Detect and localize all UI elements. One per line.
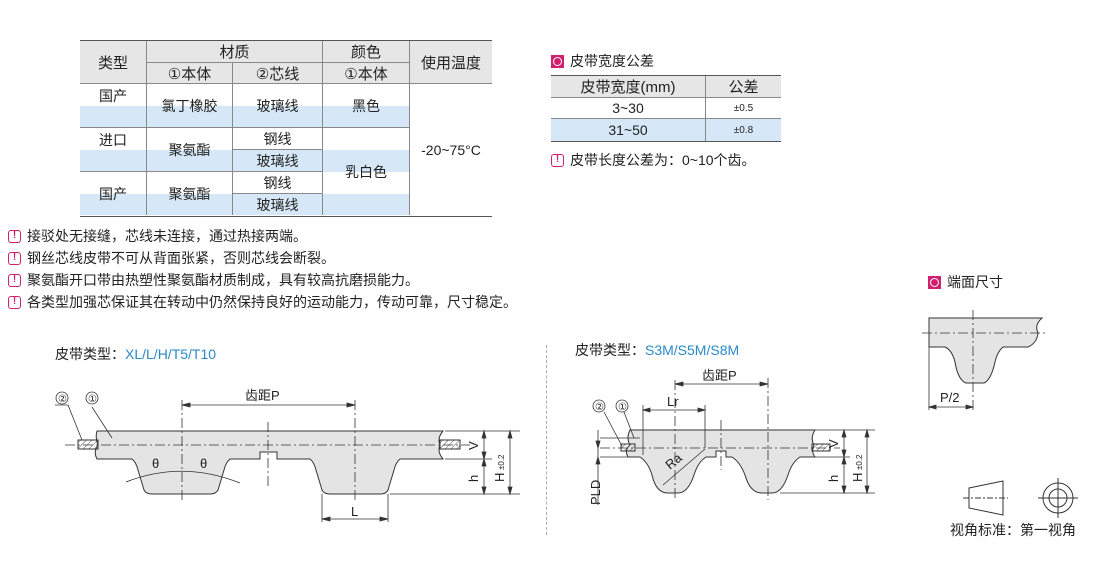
- curvilinear-belt-profile: [620, 429, 831, 494]
- pld-label: PLD: [588, 480, 603, 505]
- cell-core: 钢线: [233, 128, 323, 150]
- h-label: h: [466, 475, 481, 482]
- header-body-color: ①本体: [323, 63, 410, 84]
- first-angle-projection-icon: [963, 478, 1078, 518]
- belt-type-label: 皮带类型：: [575, 342, 645, 358]
- warning-icon: !: [8, 273, 21, 287]
- callout-core: ②: [58, 394, 67, 405]
- warning-icon: !: [8, 295, 21, 309]
- cell-type: 国产: [80, 172, 147, 215]
- length-tolerance-note: ! 皮带长度公差为：0~10个齿。: [551, 150, 756, 170]
- cell-tolerance: ±0.8: [706, 119, 781, 141]
- callout-body: ①: [88, 394, 97, 405]
- header-body: ①本体: [147, 63, 233, 84]
- warning-icon: !: [551, 153, 564, 167]
- h-label: h: [826, 475, 841, 482]
- header-color: 颜色: [323, 41, 410, 63]
- header-material: 材质: [147, 41, 323, 63]
- cell-core: 玻璃线: [233, 194, 323, 215]
- note-item: ! 钢丝芯线皮带不可从背面张紧，否则芯线会断裂。: [8, 248, 335, 268]
- cell-body: 氯丁橡胶: [147, 84, 233, 128]
- header-width: 皮带宽度(mm): [551, 76, 706, 98]
- tooth-width-label: L: [351, 504, 358, 519]
- width-tolerance-title: 皮带宽度公差: [551, 51, 654, 71]
- note-item: ! 接驳处无接缝，芯线未连接，通过热接两端。: [8, 226, 307, 246]
- H-tolerance: ±0.2: [855, 454, 864, 470]
- pitch-label: 齿距P: [702, 368, 737, 383]
- note-text: 钢丝芯线皮带不可从背面张紧，否则芯线会断裂。: [27, 250, 335, 266]
- material-table: 类型 材质 颜色 使用温度 ①本体 ②芯线 ①本体 国产 氯丁橡胶 玻璃线 黑色…: [80, 40, 492, 217]
- note-text: 各类型加强芯保证其在转动中仍然保持良好的运动能力，传动可靠，尺寸稳定。: [27, 294, 517, 310]
- cell-type: 国产: [80, 84, 147, 128]
- cell-core: 玻璃线: [233, 84, 323, 128]
- belt-type-value: XL/L/H/T5/T10: [125, 346, 217, 362]
- pitch-label: 齿距P: [245, 388, 280, 403]
- v-label: V: [466, 441, 481, 450]
- cell-width: 31~50: [551, 119, 706, 141]
- section-title: 皮带宽度公差: [570, 53, 654, 69]
- divider: [546, 345, 547, 535]
- callout-core: ②: [595, 402, 604, 413]
- note-text: 接驳处无接缝，芯线未连接，通过热接两端。: [27, 228, 307, 244]
- belt-type-value: S3M/S5M/S8M: [645, 342, 740, 358]
- cell-body: 聚氨酯: [147, 172, 233, 215]
- theta-label: θ: [152, 456, 159, 471]
- half-pitch-label: P/2: [940, 390, 960, 405]
- cell-core: 玻璃线: [233, 150, 323, 172]
- cell-color: 黑色: [323, 84, 410, 128]
- projection-label: 视角标准：第一视角: [950, 522, 1076, 538]
- belt-type-left: 皮带类型：XL/L/H/T5/T10: [55, 344, 216, 364]
- H-label: H: [492, 473, 507, 482]
- header-tolerance: 公差: [706, 76, 781, 98]
- note-text: 皮带长度公差为：0~10个齿。: [570, 152, 756, 168]
- end-face-title: 端面尺寸: [928, 272, 1003, 292]
- H-tolerance: ±0.2: [497, 454, 506, 470]
- cell-tolerance: ±0.5: [706, 98, 781, 119]
- section-marker-icon: [551, 54, 564, 68]
- section-marker-icon: [928, 275, 941, 289]
- belt-type-label: 皮带类型：: [55, 346, 125, 362]
- note-text: 聚氨酯开口带由热塑性聚氨酯材质制成，具有较高抗磨损能力。: [27, 272, 419, 288]
- note-item: ! 聚氨酯开口带由热塑性聚氨酯材质制成，具有较高抗磨损能力。: [8, 270, 419, 290]
- section-title: 端面尺寸: [947, 274, 1003, 290]
- cell-body: 聚氨酯: [147, 128, 233, 172]
- callout-body: ①: [618, 402, 627, 413]
- header-temp: 使用温度: [410, 41, 492, 84]
- warning-icon: !: [8, 229, 21, 243]
- cell-color: 乳白色: [323, 128, 410, 215]
- cell-core: 钢线: [233, 172, 323, 194]
- trapezoid-belt-profile: [77, 430, 461, 495]
- end-face-profile: [922, 310, 1045, 410]
- header-type: 类型: [80, 41, 147, 84]
- header-core: ②芯线: [233, 63, 323, 84]
- cell-temp: -20~75°C: [410, 84, 492, 215]
- cell-width: 3~30: [551, 98, 706, 119]
- v-label: V: [826, 439, 841, 448]
- note-item: ! 各类型加强芯保证其在转动中仍然保持良好的运动能力，传动可靠，尺寸稳定。: [8, 292, 517, 312]
- H-label: H: [850, 473, 865, 482]
- belt-type-right: 皮带类型：S3M/S5M/S8M: [575, 340, 739, 360]
- theta-label: θ: [200, 456, 207, 471]
- warning-icon: !: [8, 251, 21, 265]
- cell-type: 进口: [80, 128, 147, 172]
- lr-label: Lr: [667, 394, 679, 409]
- width-tolerance-table: 皮带宽度(mm) 公差 3~30 ±0.5 31~50 ±0.8: [551, 75, 781, 142]
